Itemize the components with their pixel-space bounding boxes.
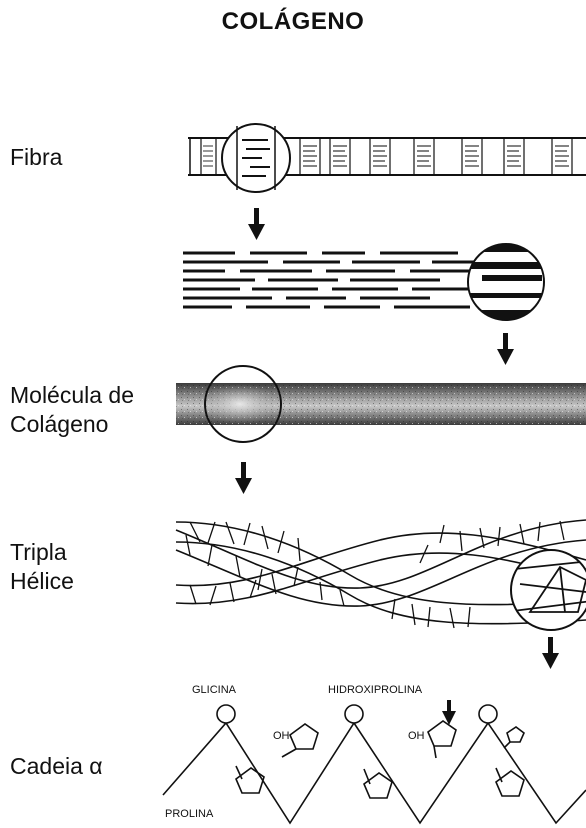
arrow-down-icon <box>248 208 265 240</box>
fiber-magnifier <box>222 124 290 192</box>
microfibril-magnifier <box>460 244 560 320</box>
alpha-chain <box>163 705 586 823</box>
collagen-molecule-rod <box>176 383 586 425</box>
microfibril-lines <box>183 253 478 307</box>
arrow-down-icon <box>542 637 559 669</box>
arrow-down-icon <box>235 462 252 494</box>
arrow-down-icon <box>497 333 514 365</box>
